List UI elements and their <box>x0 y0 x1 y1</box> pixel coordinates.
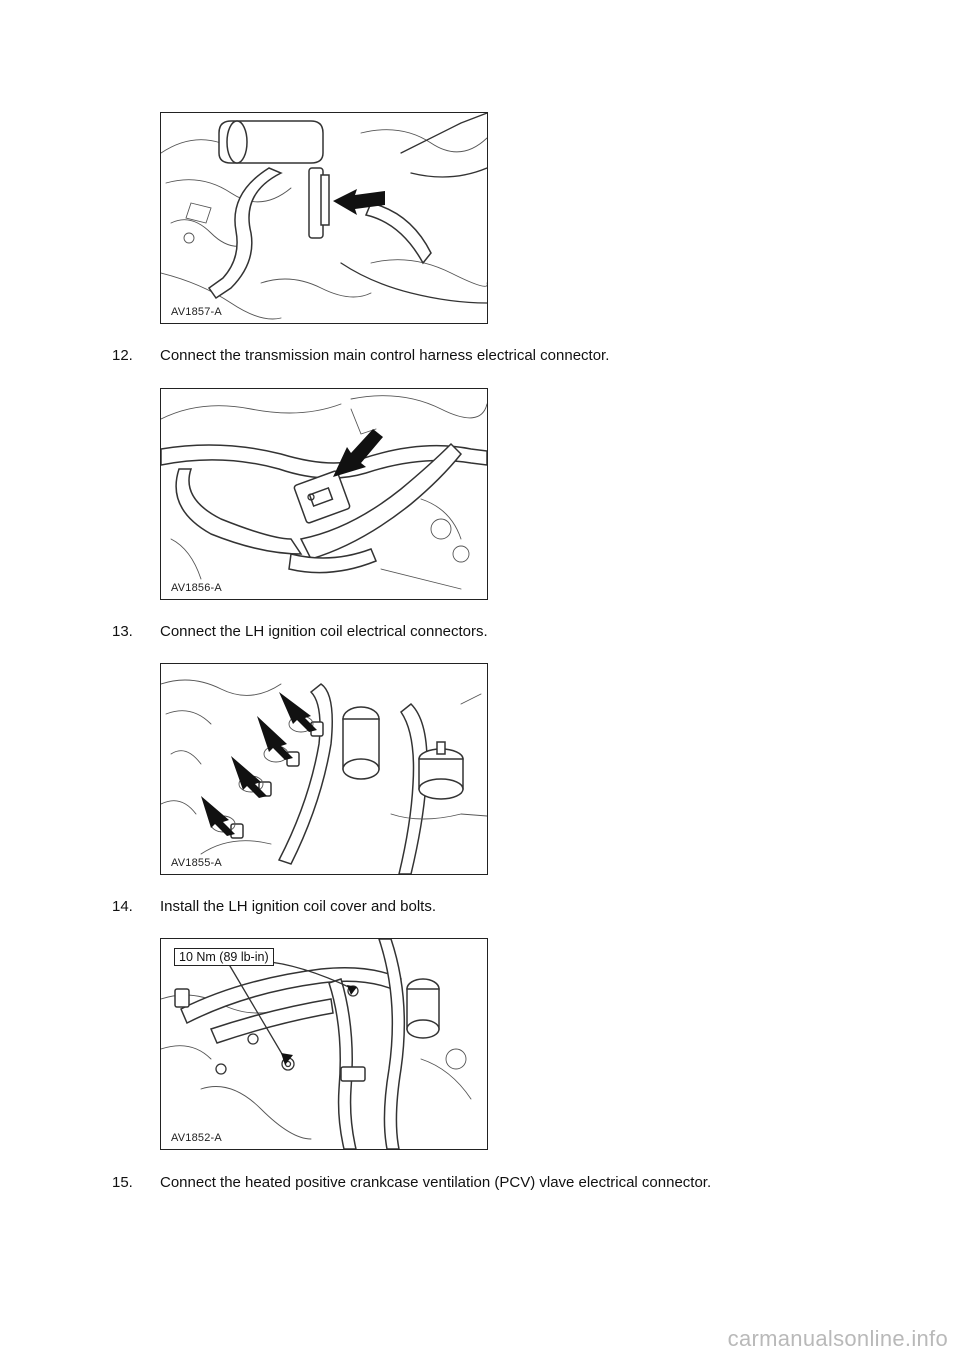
step-13: 13. Connect the LH ignition coil electric… <box>112 623 488 641</box>
engine-illustration-1 <box>161 113 487 320</box>
step-number: 13. <box>112 623 133 640</box>
engine-illustration-2 <box>161 395 487 590</box>
figure-av1857: AV1857-A <box>160 112 488 324</box>
step-12: 12. Connect the transmission main control… <box>112 347 609 365</box>
engine-illustration-3 <box>161 679 487 874</box>
figure-av1856: AV1856-A <box>160 388 488 600</box>
torque-spec-label: 10 Nm (89 lb-in) <box>174 948 274 966</box>
figure-code: AV1852-A <box>169 1132 224 1144</box>
figure-av1852: 10 Nm (89 lb-in) AV1852-A <box>160 938 488 1150</box>
step-text: Connect the LH ignition coil electrical … <box>160 623 488 640</box>
step-number: 12. <box>112 347 133 364</box>
figure-code: AV1856-A <box>169 582 224 594</box>
step-number: 15. <box>112 1174 133 1191</box>
step-15: 15. Connect the heated positive crankcase… <box>112 1174 711 1192</box>
step-text: Connect the transmission main control ha… <box>160 347 610 364</box>
step-text: Connect the heated positive crankcase ve… <box>160 1174 712 1191</box>
figure-code: AV1857-A <box>169 306 224 318</box>
step-number: 14. <box>112 898 133 915</box>
step-14: 14. Install the LH ignition coil cover an… <box>112 898 436 916</box>
watermark: carmanualsonline.info <box>727 1326 948 1351</box>
engine-illustration-4 <box>161 939 472 1149</box>
figure-av1855: AV1855-A <box>160 663 488 875</box>
figure-code: AV1855-A <box>169 857 224 869</box>
step-text: Install the LH ignition coil cover and b… <box>160 898 436 915</box>
